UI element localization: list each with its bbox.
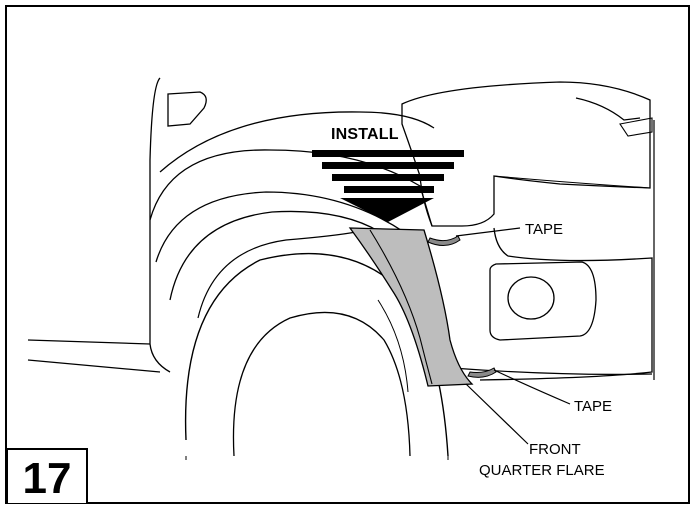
bumper-lower-line xyxy=(451,367,653,375)
tape-label-upper: TAPE xyxy=(525,221,564,238)
part-label-line1: FRONT xyxy=(529,441,581,458)
wheel-well-lip xyxy=(197,231,357,319)
bumper-outline xyxy=(479,227,653,381)
flare-crease xyxy=(369,229,433,385)
headlight-lower-edge xyxy=(493,175,651,189)
rocker-line-bottom xyxy=(27,359,161,373)
tape-label-lower: TAPE xyxy=(574,398,613,415)
headlight-detail xyxy=(619,117,653,137)
fender-arch-mid xyxy=(155,191,405,263)
a-pillar-outline xyxy=(149,77,161,210)
front-quarter-flare xyxy=(348,227,474,387)
fender-arch-inner xyxy=(169,210,381,301)
step-number: 17 xyxy=(22,453,72,503)
leader-tape-upper xyxy=(455,227,521,237)
install-label: INSTALL xyxy=(331,126,399,143)
rocker-line-top xyxy=(27,339,151,345)
hood-line xyxy=(159,111,435,173)
tape-lower-strip xyxy=(467,367,497,378)
fog-light-housing xyxy=(489,261,597,341)
part-label-line2: QUARTER FLARE xyxy=(479,462,605,479)
fender-arch-outer xyxy=(149,149,433,227)
headlight-inner xyxy=(575,97,641,121)
step-number-box: 17 xyxy=(6,448,88,503)
install-arrow xyxy=(312,150,464,222)
fog-light-lens xyxy=(507,276,555,320)
mirror-outline xyxy=(167,91,207,127)
tape-upper-strip xyxy=(427,235,461,246)
tire-tread-edge xyxy=(377,299,409,393)
body-side-edge xyxy=(149,210,171,373)
diagram-border xyxy=(5,5,690,504)
tire-inner xyxy=(232,311,411,457)
tire-base-line xyxy=(185,456,449,460)
leader-tape-lower xyxy=(493,369,571,405)
leader-flare xyxy=(465,383,529,445)
